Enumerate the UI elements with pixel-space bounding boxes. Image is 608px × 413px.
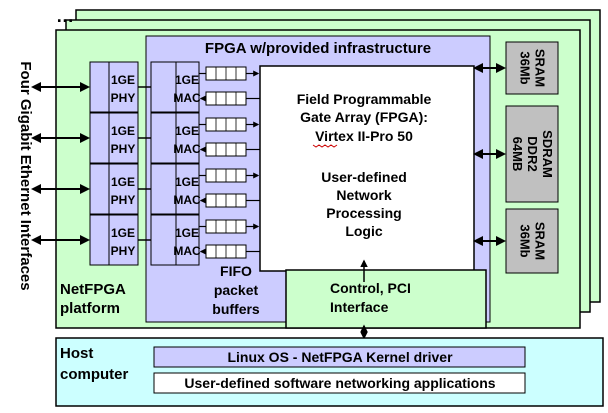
software-apps-box <box>153 372 526 394</box>
phy-label-line1: 1GE <box>111 124 135 138</box>
memory-bank <box>505 41 559 95</box>
memory-label-line1: 64MB <box>510 137 525 172</box>
chip-line-7: Logic <box>345 223 383 239</box>
host-label-line1: Host <box>60 345 93 362</box>
mac-label-line1: 1GE <box>175 124 199 138</box>
mac-box <box>150 61 200 113</box>
phy-label-line2: PHY <box>111 193 136 207</box>
board-label-line1: NetFPGA <box>60 281 126 298</box>
host-label-line2: computer <box>60 366 129 383</box>
memory-label-line1: 36Mb <box>518 224 533 257</box>
chip-line-2: Gate Array (FPGA): <box>300 109 428 125</box>
kernel-driver-label: Linux OS - NetFPGA Kernel driver <box>227 349 453 365</box>
mac-label-line1: 1GE <box>175 73 199 87</box>
memory-label-line2: DDR2 <box>525 136 540 171</box>
mac-box <box>150 214 200 266</box>
spellcheck-underline <box>312 144 338 148</box>
board-stack-dots: … <box>56 6 74 26</box>
phy-box <box>89 214 139 266</box>
mac-box <box>150 112 200 164</box>
phy-label-line1: 1GE <box>111 226 135 240</box>
control-line-2: Interface <box>330 299 389 315</box>
software-apps-label: User-defined software networking applica… <box>184 375 495 391</box>
phy-label-line1: 1GE <box>111 73 135 87</box>
fpga-chip <box>259 65 475 272</box>
phy-label-line1: 1GE <box>111 175 135 189</box>
chip-line-3: Virtex II-Pro 50 <box>315 128 413 144</box>
fpga-title: FPGA w/provided infrastructure <box>205 40 431 57</box>
side-label: Four Gigabit Ethernet Interfaces <box>17 61 34 290</box>
phy-box <box>89 163 139 215</box>
fifo-label-line3: buffers <box>212 301 260 317</box>
phy-label-line2: PHY <box>111 142 136 156</box>
mac-label-line2: MAC <box>173 142 201 156</box>
chip-line-6: Processing <box>326 205 401 221</box>
control-line-1: Control, PCI <box>330 280 411 296</box>
phy-label-line2: PHY <box>111 91 136 105</box>
ethernet-ports: 1GE PHY 1GE MAC 1GE PHY 1GE MAC 1GE PHY 1GE MAC 1GE P… <box>31 61 260 266</box>
mac-label-line1: 1GE <box>175 175 199 189</box>
memory-bank <box>505 105 559 203</box>
phy-label-line2: PHY <box>111 244 136 258</box>
phy-box <box>89 112 139 164</box>
mac-label-line2: MAC <box>173 244 201 258</box>
mac-label-line1: 1GE <box>175 226 199 240</box>
memory-label-line3: SDRAM <box>540 130 555 178</box>
chip-line-4: User-defined <box>321 169 407 185</box>
kernel-driver-box <box>153 346 526 368</box>
chip-line-1: Field Programmable <box>297 91 432 107</box>
fifo-label-line2: packet <box>214 282 259 298</box>
memory-bank <box>505 208 559 274</box>
memory-label-line2: SRAM <box>533 222 548 260</box>
memory-label-line2: SRAM <box>533 49 548 87</box>
fifo-label-line1: FIFO <box>220 263 252 279</box>
memory-label-line1: 36Mb <box>518 51 533 84</box>
board-label-line2: platform <box>60 300 120 317</box>
mac-label-line2: MAC <box>173 91 201 105</box>
control-pci-box <box>285 269 487 329</box>
phy-box <box>89 61 139 113</box>
mac-label-line2: MAC <box>173 193 201 207</box>
chip-line-5: Network <box>336 187 391 203</box>
mac-box <box>150 163 200 215</box>
